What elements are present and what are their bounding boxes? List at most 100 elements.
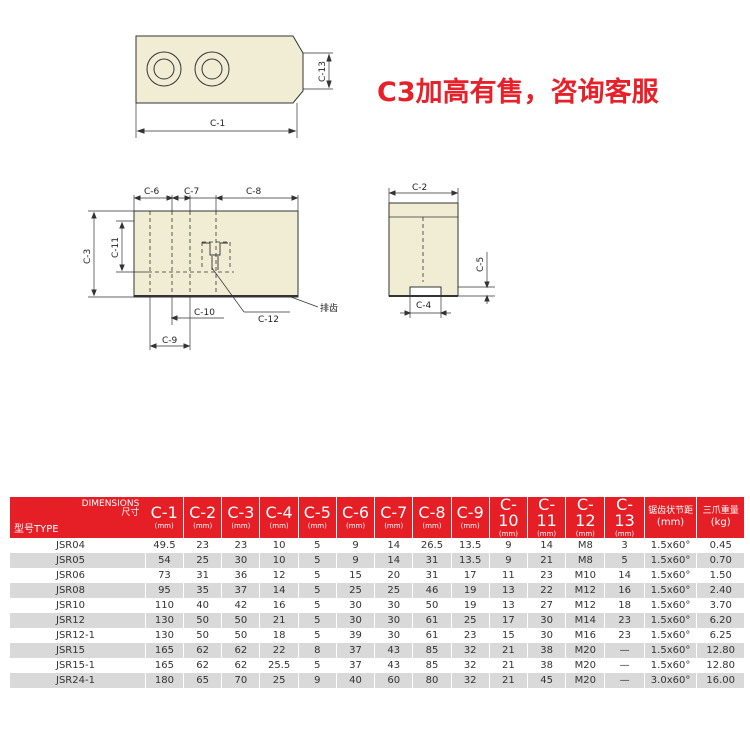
table-cell: 21 [259, 613, 299, 628]
header-c3: C-3(mm) [221, 497, 261, 538]
table-cell: 30 [527, 628, 567, 643]
label-serration: 排齿 [320, 302, 338, 314]
model-cell: JSR15-1 [10, 658, 146, 673]
table-cell: 9 [489, 553, 529, 568]
table-cell: 1.5x60° [644, 628, 698, 643]
table-cell: 9 [336, 553, 376, 568]
table-cell: 36 [221, 568, 261, 583]
table-cell: 15 [489, 628, 529, 643]
table-cell: 10 [259, 553, 299, 568]
table-cell: 32 [451, 643, 490, 658]
table-cell: 14 [374, 538, 414, 553]
table-cell: 27 [527, 598, 567, 613]
table-cell: 13 [489, 598, 529, 613]
header-c8: C-8(mm) [412, 497, 452, 538]
table-cell: 32 [451, 673, 490, 688]
table-cell: 9 [489, 538, 529, 553]
table-cell: 62 [183, 643, 223, 658]
header-c10: C-10(mm) [489, 497, 529, 538]
table-cell: M20 [565, 643, 606, 658]
table-cell: 85 [412, 658, 452, 673]
table-cell: M20 [565, 658, 606, 673]
table-cell: M12 [565, 598, 606, 613]
table-cell: 17 [451, 568, 490, 583]
table-cell: 30 [374, 628, 414, 643]
table-cell: 32 [451, 658, 490, 673]
table-cell: 5 [298, 553, 337, 568]
table-cell: — [604, 658, 645, 673]
table-cell: 8 [298, 643, 337, 658]
table-cell: 61 [412, 613, 452, 628]
model-cell: JSR12-1 [10, 628, 146, 643]
table-cell: 1.5x60° [644, 568, 698, 583]
table-cell: 13.5 [451, 538, 490, 553]
table-cell: 110 [145, 598, 185, 613]
table-cell: 165 [145, 643, 185, 658]
table-cell: 30 [336, 613, 376, 628]
table-cell: 40 [183, 598, 223, 613]
table-cell: 1.5x60° [644, 658, 698, 673]
table-cell: 49.5 [145, 538, 185, 553]
table-cell: 46 [412, 583, 452, 598]
table-cell: 2.40 [696, 583, 745, 598]
table-cell: 61 [412, 628, 452, 643]
table-cell: 3.70 [696, 598, 745, 613]
table-cell: 165 [145, 658, 185, 673]
table-cell: 73 [145, 568, 185, 583]
table-cell: 21 [489, 673, 529, 688]
table-cell: 26.5 [412, 538, 452, 553]
header-c6: C-6(mm) [336, 497, 376, 538]
table-cell: 38 [527, 658, 567, 673]
table-cell: 25.5 [259, 658, 299, 673]
table-cell: 5 [298, 568, 337, 583]
table-cell: 39 [336, 628, 376, 643]
table-cell: 13.5 [451, 553, 490, 568]
header-dimensions: DIMENSIONS [81, 499, 140, 509]
table-cell: 23 [527, 568, 567, 583]
table-cell: 17 [489, 613, 529, 628]
table-cell: 1.5x60° [644, 598, 698, 613]
model-cell: JSR05 [10, 553, 146, 568]
table-cell: 3.0x60° [644, 673, 698, 688]
table-cell: 25 [336, 583, 376, 598]
table-cell: M16 [565, 628, 606, 643]
table-cell: 70 [221, 673, 261, 688]
table-cell: 9 [298, 673, 337, 688]
header-type: 型号TYPE [14, 524, 59, 535]
label-c4: C-4 [416, 301, 432, 311]
model-cell: JSR24-1 [10, 673, 146, 688]
table-cell: 80 [412, 673, 452, 688]
table-cell: 5 [298, 658, 337, 673]
table-cell: 60 [374, 673, 414, 688]
table-cell: 5 [298, 598, 337, 613]
table-cell: 95 [145, 583, 185, 598]
label-c5: C-5 [476, 257, 486, 272]
table-cell: 21 [527, 553, 567, 568]
label-c12: C-12 [258, 315, 279, 325]
label-c10: C-10 [194, 308, 215, 318]
table-cell: 38 [527, 643, 567, 658]
table-cell: 22 [527, 583, 567, 598]
table-cell: 130 [145, 628, 185, 643]
table-cell: 50 [183, 613, 223, 628]
promo-text: C3加高有售，咨询客服 [377, 77, 659, 108]
table-cell: 31 [412, 568, 452, 583]
table-cell: 43 [374, 643, 414, 658]
header-c1: C-1(mm) [145, 497, 185, 538]
table-cell: 21 [489, 643, 529, 658]
header-c9: C-9(mm) [451, 497, 490, 538]
table-cell: 5 [298, 583, 337, 598]
table-cell: 9 [336, 538, 376, 553]
table-cell: 23 [451, 628, 490, 643]
table-cell: M12 [565, 583, 606, 598]
header-c11: C-11(mm) [527, 497, 567, 538]
table-cell: 130 [145, 613, 185, 628]
table-cell: 180 [145, 673, 185, 688]
table-cell: 5 [298, 613, 337, 628]
